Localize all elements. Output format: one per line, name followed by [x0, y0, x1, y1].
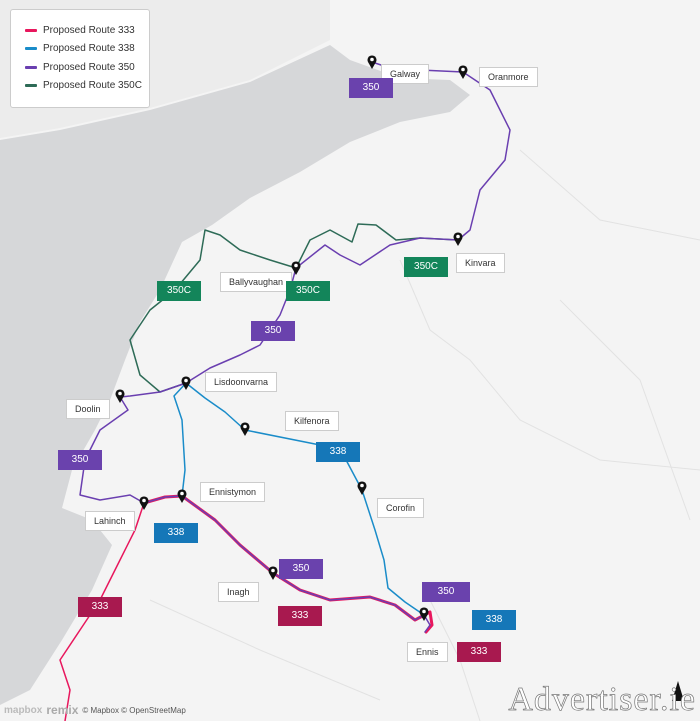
pin-doolin-icon[interactable] [114, 389, 126, 403]
legend-label: Proposed Route 333 [43, 24, 135, 36]
map-attribution: mapbox remix © Mapbox © OpenStreetMap [4, 703, 186, 717]
route-350c-line[interactable] [129, 229, 297, 393]
place-label-ennis: Ennis [407, 642, 448, 662]
north-arrow-icon [672, 681, 684, 701]
place-label-inagh: Inagh [218, 582, 259, 602]
pin-ballyvaughan-icon[interactable] [290, 261, 302, 275]
route-badge-338[interactable]: 338 [472, 610, 516, 630]
pin-oranmore-icon[interactable] [457, 65, 469, 79]
place-label-ballyvaughan: Ballyvaughan [220, 272, 293, 292]
legend-label: Proposed Route 338 [43, 43, 135, 55]
swatch-350c [25, 84, 37, 88]
route-badge-350c[interactable]: 350C [404, 257, 448, 277]
route-badge-350c[interactable]: 350C [286, 281, 330, 301]
place-label-galway: Galway [381, 64, 430, 84]
remix-logo[interactable]: remix [46, 703, 79, 717]
route-badge-338[interactable]: 338 [154, 523, 198, 543]
legend-label: Proposed Route 350 [43, 61, 135, 73]
route-badge-350[interactable]: 350 [349, 78, 393, 98]
legend-item-333: Proposed Route 333 [25, 21, 149, 40]
watermark: Advertiser.ie [508, 681, 696, 719]
pin-inagh-icon[interactable] [267, 566, 279, 580]
route-badge-350[interactable]: 350 [422, 582, 470, 602]
legend-item-350: Proposed Route 350 [25, 58, 149, 77]
place-label-lisdoonvarna: Lisdoonvarna [205, 372, 278, 392]
place-label-corofin: Corofin [377, 498, 425, 518]
place-label-oranmore: Oranmore [479, 67, 538, 87]
map-legend: Proposed Route 333 Proposed Route 338 Pr… [10, 9, 150, 108]
pin-lahinch-icon[interactable] [138, 496, 150, 510]
legend-label: Proposed Route 350C [43, 80, 142, 92]
pin-ennis-icon[interactable] [418, 607, 430, 621]
sea [0, 45, 470, 705]
place-label-kinvara: Kinvara [456, 253, 505, 273]
mapbox-logo[interactable]: mapbox [4, 704, 43, 716]
route-badge-333[interactable]: 333 [78, 597, 122, 617]
place-label-ennistymon: Ennistymon [200, 482, 266, 502]
route-badge-333[interactable]: 333 [457, 642, 501, 662]
pin-corofin-icon[interactable] [356, 481, 368, 495]
legend-item-350c: Proposed Route 350C [25, 77, 149, 96]
attribution-text[interactable]: © Mapbox © OpenStreetMap [82, 705, 186, 715]
route-350c-line-east[interactable] [295, 223, 459, 269]
place-label-lahinch: Lahinch [85, 511, 135, 531]
pin-kilfenora-icon[interactable] [239, 422, 251, 436]
route-badge-350[interactable]: 350 [58, 450, 102, 470]
pin-kinvara-icon[interactable] [452, 232, 464, 246]
pin-lisdoonvarna-icon[interactable] [180, 376, 192, 390]
pin-ennistymon-icon[interactable] [176, 489, 188, 503]
route-badge-338[interactable]: 338 [316, 442, 360, 462]
route-338-line[interactable] [143, 382, 425, 616]
route-badge-333[interactable]: 333 [278, 606, 322, 626]
swatch-350 [25, 65, 37, 69]
swatch-333 [25, 28, 37, 32]
place-label-doolin: Doolin [66, 399, 110, 419]
route-350-line[interactable] [79, 61, 511, 633]
place-label-kilfenora: Kilfenora [285, 411, 339, 431]
route-badge-350[interactable]: 350 [279, 559, 323, 579]
route-badge-350c[interactable]: 350C [157, 281, 201, 301]
pin-galway-icon[interactable] [366, 55, 378, 69]
swatch-338 [25, 47, 37, 51]
legend-item-338: Proposed Route 338 [25, 40, 149, 59]
route-badge-350[interactable]: 350 [251, 321, 295, 341]
